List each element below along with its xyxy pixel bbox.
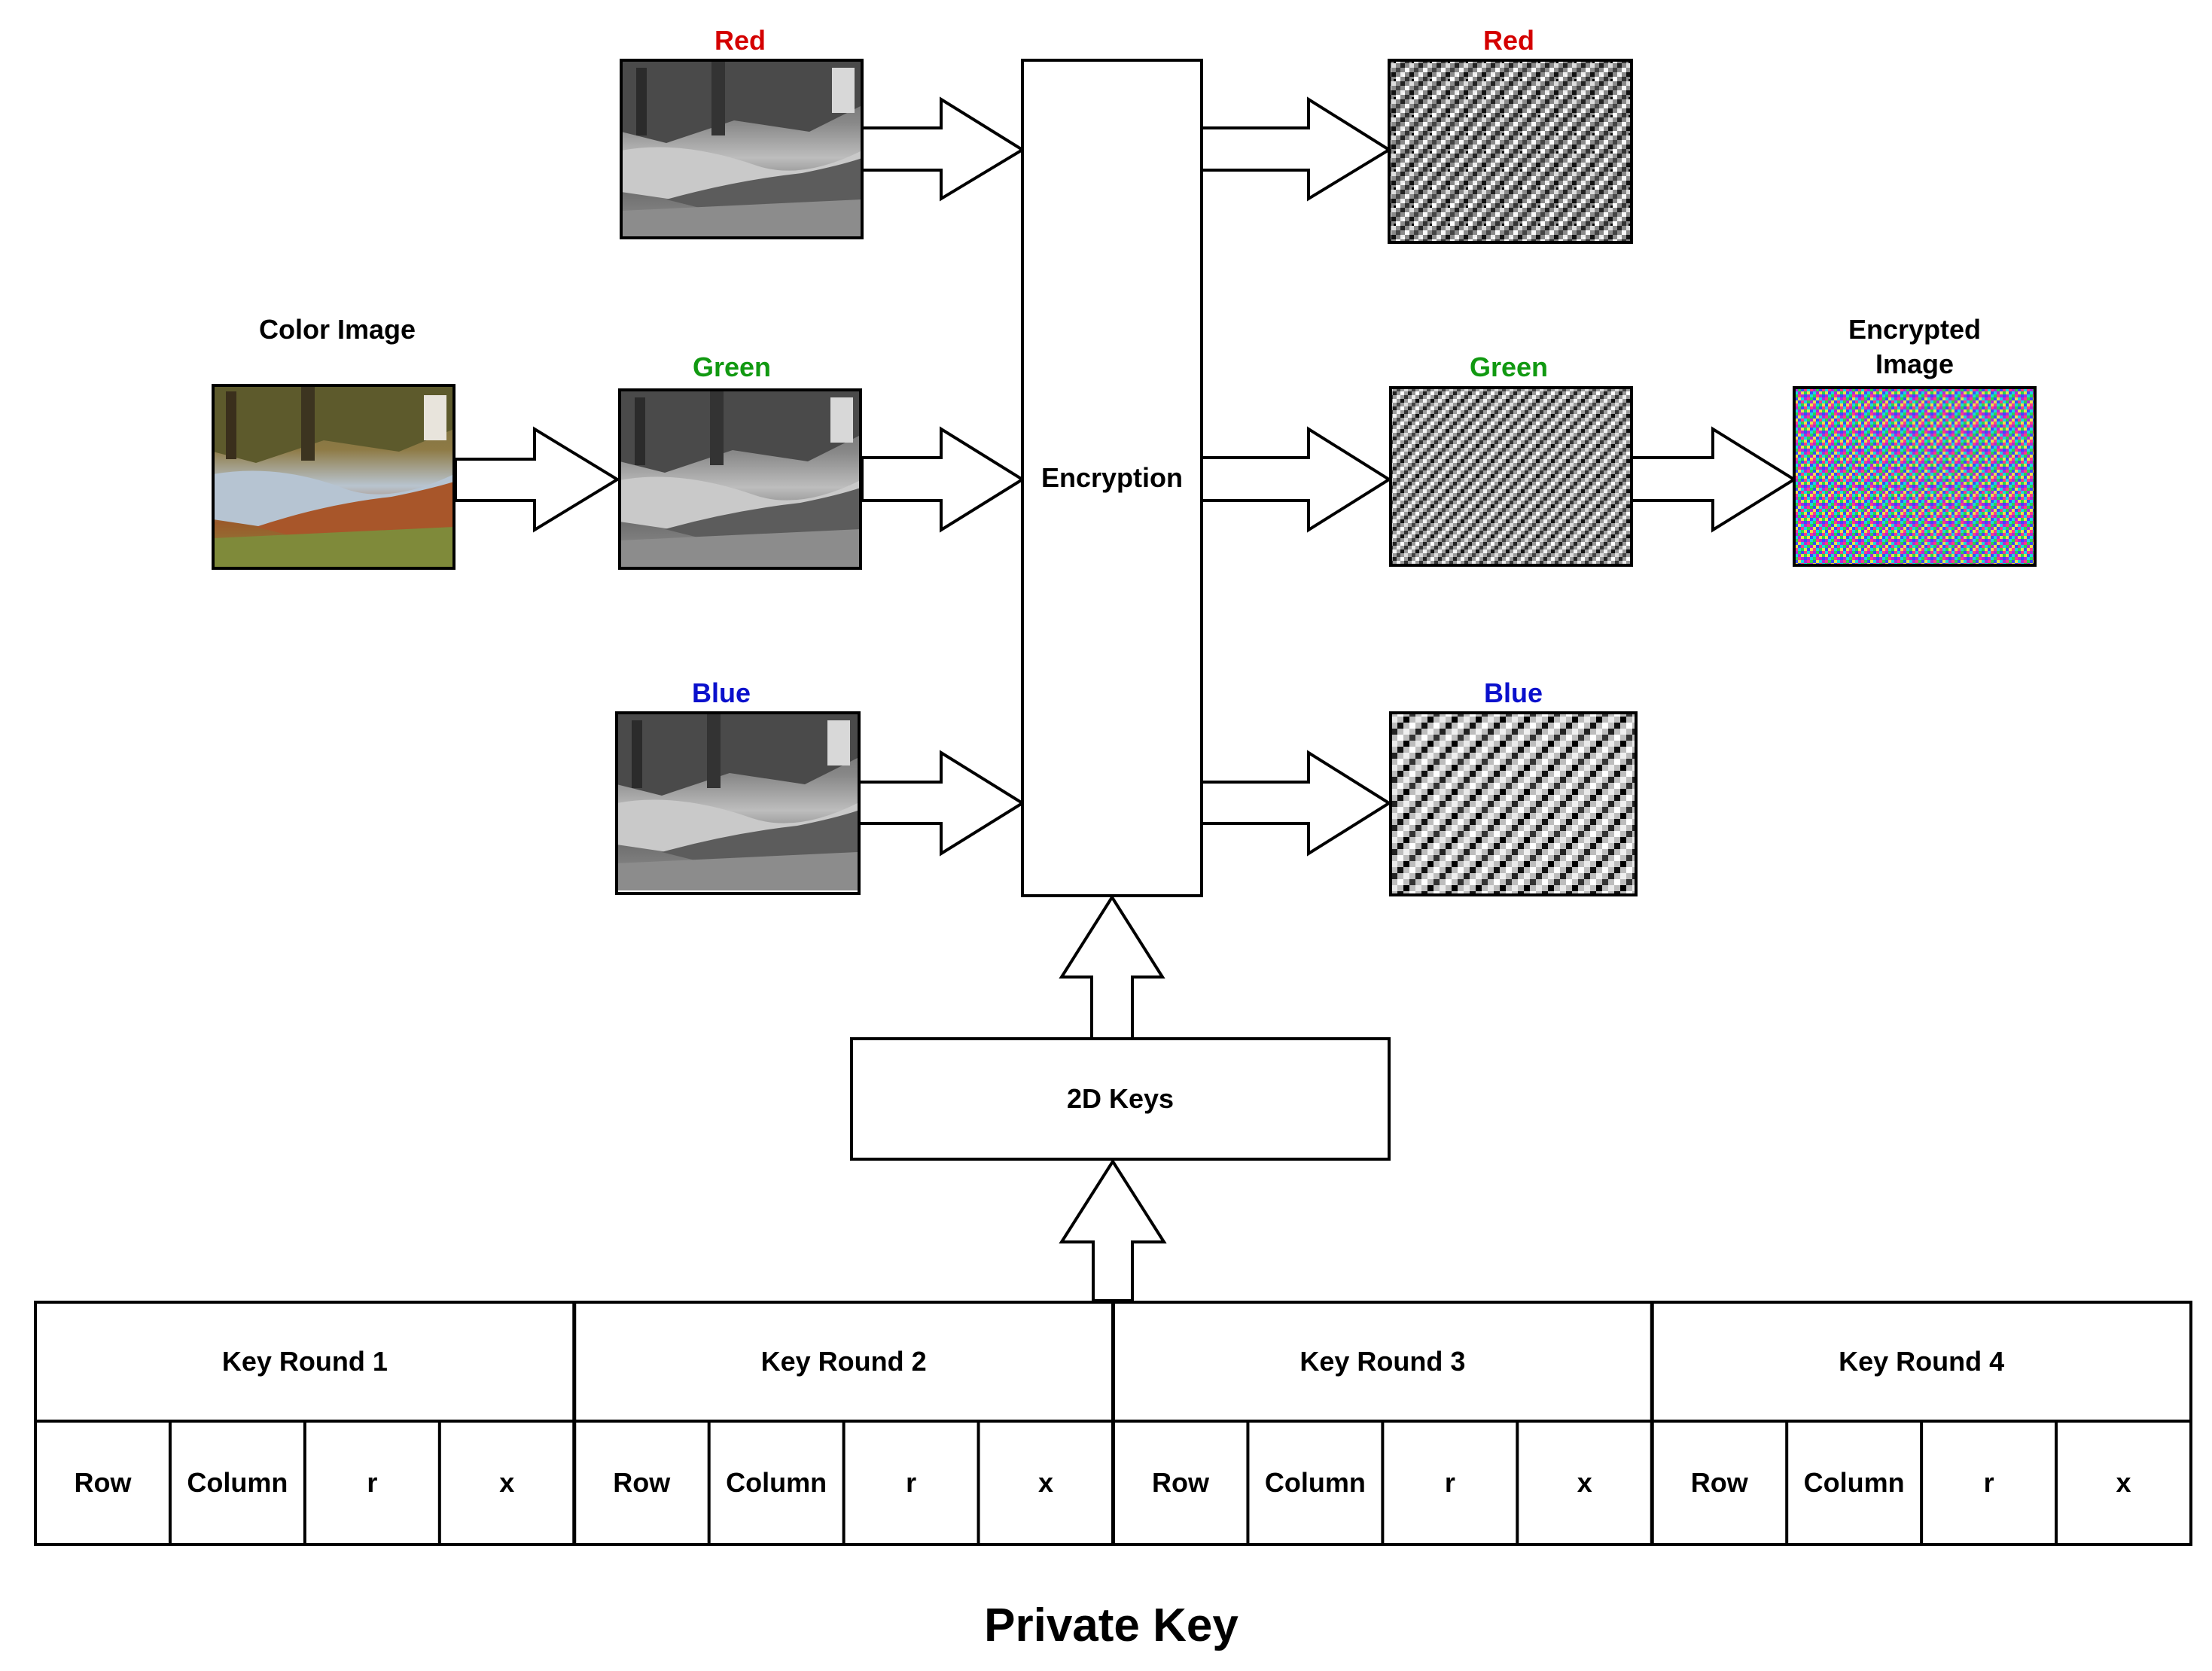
output-blue-label: Blue bbox=[1484, 677, 1543, 708]
key-field-cell: r bbox=[906, 1467, 916, 1498]
2d-keys-box bbox=[850, 1037, 1391, 1161]
arrow-green-to-encryption bbox=[861, 426, 1025, 533]
encryption-label: Encryption bbox=[1041, 462, 1183, 493]
key-field-cell: Row bbox=[1152, 1467, 1210, 1498]
2d-keys-label: 2D Keys bbox=[1067, 1083, 1174, 1114]
input-red-label: Red bbox=[714, 25, 766, 56]
output-blue-channel-thumbnail bbox=[1389, 711, 1638, 896]
key-field-cell: r bbox=[1984, 1467, 1994, 1498]
encrypted-image-thumbnail bbox=[1793, 386, 2037, 567]
key-field-cell: r bbox=[367, 1467, 377, 1498]
encrypted-image-label-line2: Image bbox=[1875, 349, 1954, 379]
output-green-channel-thumbnail bbox=[1389, 386, 1633, 567]
key-field-cell: x bbox=[1038, 1467, 1053, 1498]
arrow-green-to-encrypted-image bbox=[1630, 426, 1797, 533]
private-key-table: Key Round 1 Row Column r x Key Round 2 Row Colu… bbox=[34, 1301, 2192, 1546]
arrow-red-to-encryption bbox=[861, 96, 1025, 202]
arrow-keys-to-encryption bbox=[1059, 894, 1165, 1040]
arrow-private-key-to-keys bbox=[1059, 1158, 1167, 1302]
key-round-header: Key Round 2 bbox=[761, 1346, 927, 1377]
key-field-cell: Column bbox=[187, 1467, 288, 1498]
private-key-title: Private Key bbox=[984, 1599, 1239, 1651]
arrow-blue-to-encryption bbox=[858, 750, 1025, 857]
input-red-channel-thumbnail bbox=[620, 59, 864, 239]
key-field-cell: Column bbox=[1804, 1467, 1905, 1498]
key-field-cell: Row bbox=[613, 1467, 671, 1498]
key-field-cell: x bbox=[499, 1467, 514, 1498]
key-field-cell: x bbox=[2116, 1467, 2131, 1498]
key-round-header: Key Round 1 bbox=[222, 1346, 388, 1377]
key-field-cell: x bbox=[1577, 1467, 1592, 1498]
input-green-channel-thumbnail bbox=[618, 388, 862, 570]
input-blue-label: Blue bbox=[692, 677, 751, 708]
encrypted-image-label-line1: Encrypted bbox=[1848, 314, 1981, 345]
key-field-cell: r bbox=[1445, 1467, 1455, 1498]
input-blue-channel-thumbnail bbox=[615, 711, 861, 895]
key-field-cell: Column bbox=[726, 1467, 827, 1498]
color-image-thumbnail bbox=[212, 384, 456, 570]
output-red-channel-thumbnail bbox=[1388, 59, 1633, 244]
arrow-encryption-to-green bbox=[1200, 426, 1392, 533]
key-field-cell: Row bbox=[1691, 1467, 1749, 1498]
arrow-encryption-to-red bbox=[1200, 96, 1392, 202]
input-green-label: Green bbox=[693, 352, 771, 382]
output-green-label: Green bbox=[1470, 352, 1548, 382]
key-field-cell: Column bbox=[1265, 1467, 1366, 1498]
arrow-encryption-to-blue bbox=[1200, 750, 1392, 857]
arrow-color-to-green bbox=[454, 426, 620, 533]
color-image-label: Color Image bbox=[259, 314, 416, 345]
output-red-label: Red bbox=[1483, 25, 1534, 56]
key-field-cell: Row bbox=[74, 1467, 132, 1498]
key-round-header: Key Round 3 bbox=[1299, 1346, 1465, 1377]
key-round-header: Key Round 4 bbox=[1839, 1346, 2004, 1377]
